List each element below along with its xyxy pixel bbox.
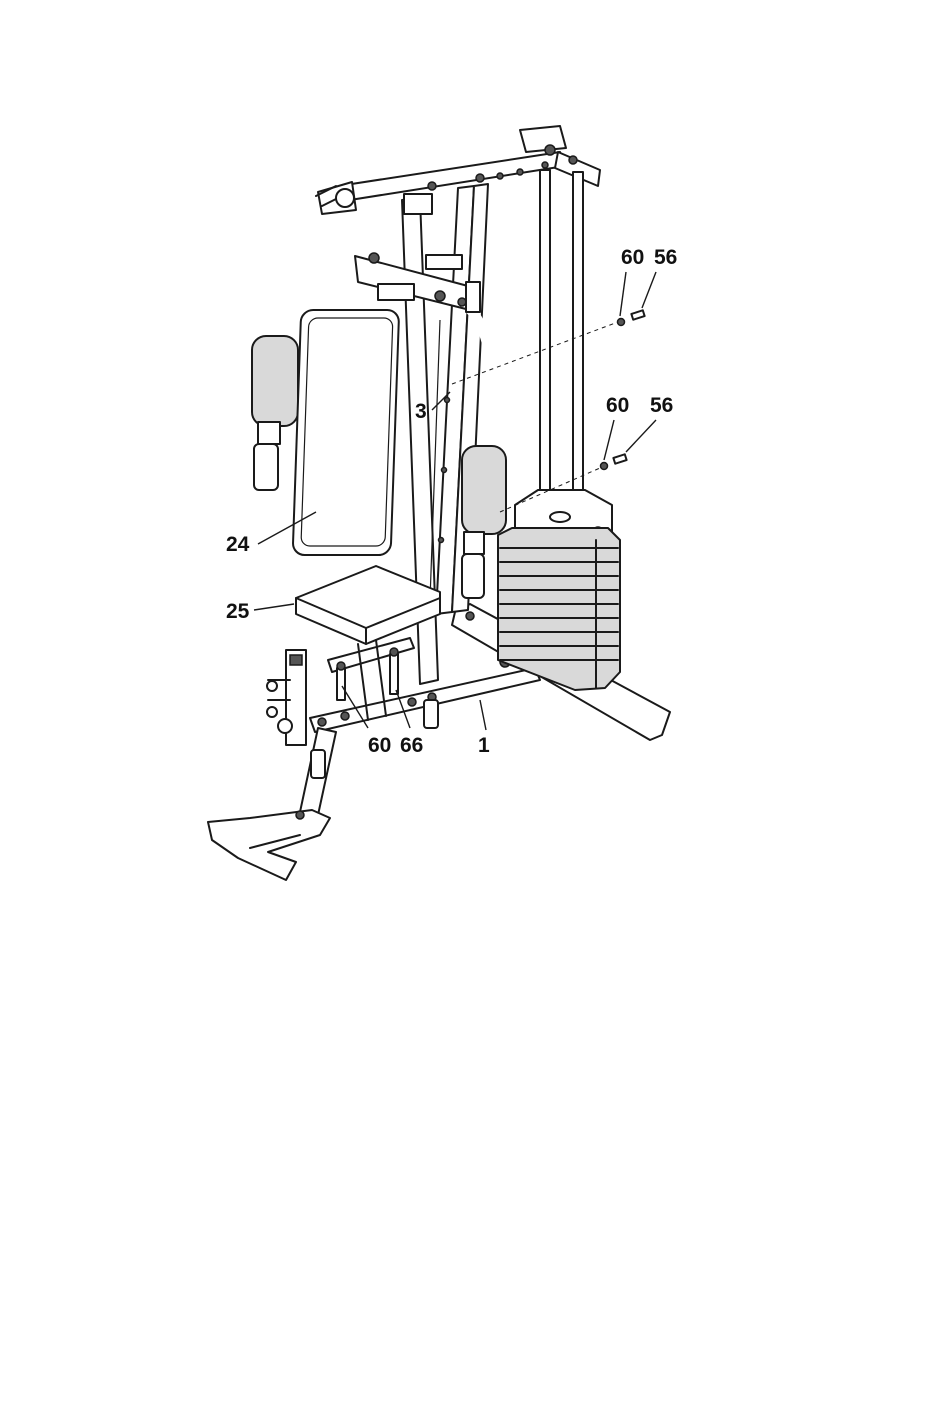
callout-24: 24 — [226, 533, 250, 556]
callout-60-middle: 60 — [606, 394, 629, 417]
callout-60-upper: 60 — [621, 246, 644, 269]
back-pad — [293, 310, 400, 555]
callout-56-upper: 56 — [654, 246, 677, 269]
callout-60-lower: 60 — [368, 734, 391, 757]
callout-66: 66 — [400, 734, 423, 757]
weight-stack — [498, 490, 620, 690]
callout-3: 3 — [415, 400, 427, 423]
callout-25: 25 — [226, 600, 250, 623]
callout-1: 1 — [478, 734, 490, 757]
guide-rods — [540, 170, 583, 518]
callout-56-middle: 56 — [650, 394, 673, 417]
